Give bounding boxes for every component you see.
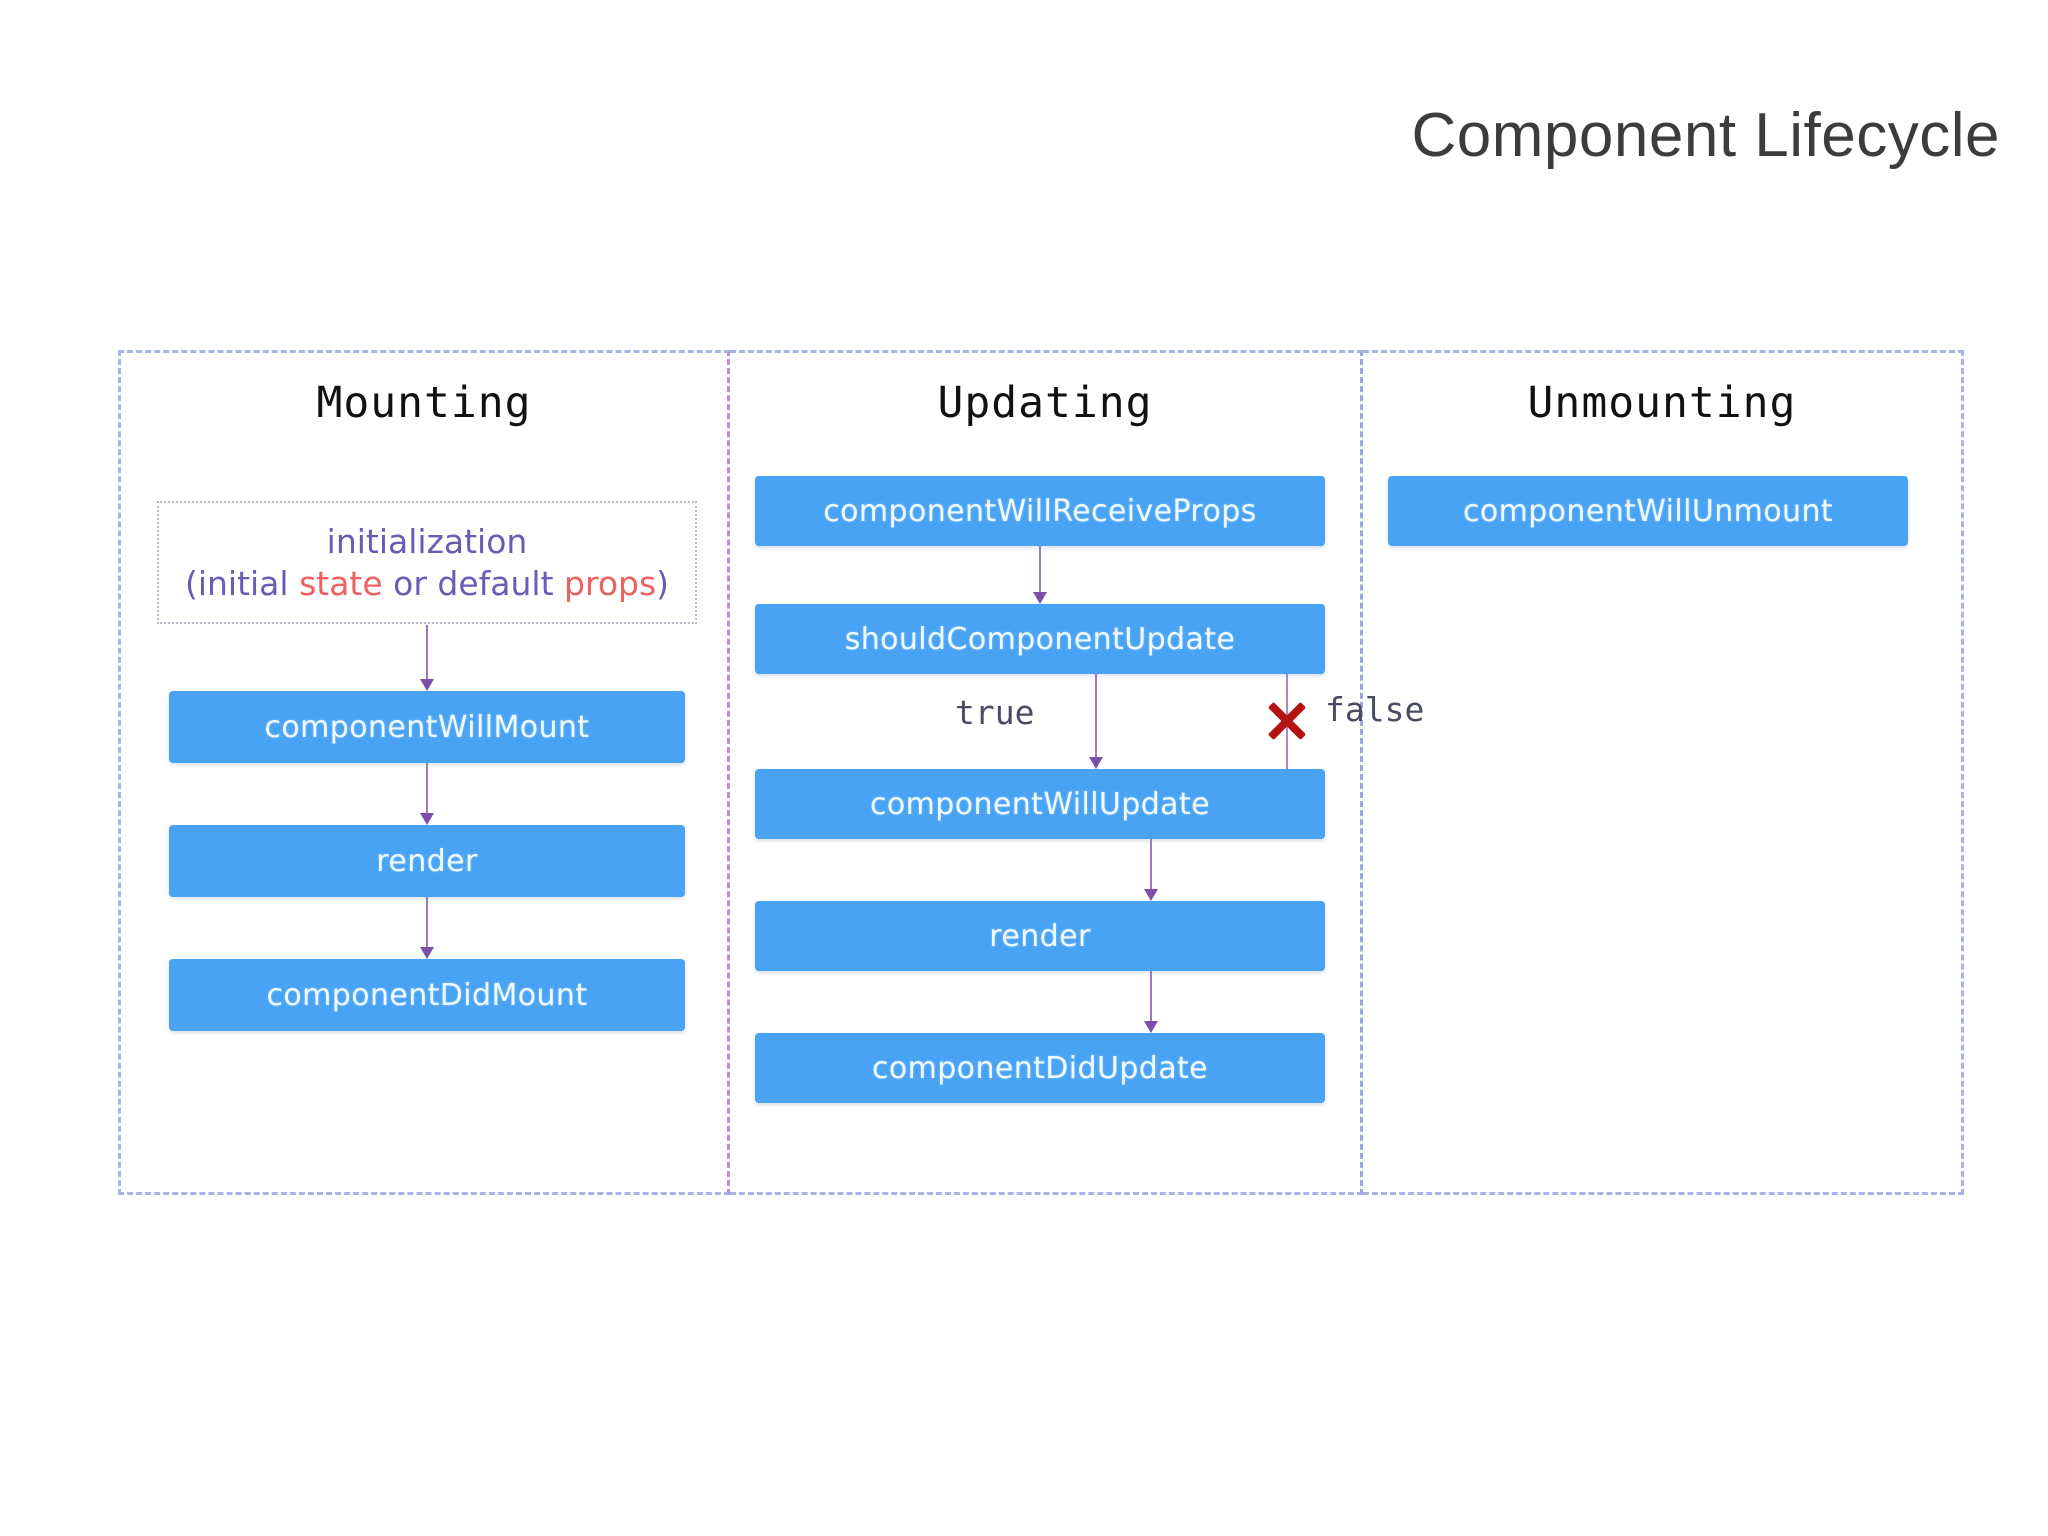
panel-mounting: Mounting initialization (initial state o… <box>118 350 730 1195</box>
init-suffix: ) <box>656 563 670 603</box>
arrow-shaft <box>1039 546 1041 593</box>
page-title: Component Lifecycle <box>1411 101 2000 170</box>
lifecycle-box-component-will-unmount[interactable]: componentWillUnmount <box>1388 476 1908 546</box>
lifecycle-box-render-mounting[interactable]: render <box>169 825 685 897</box>
arrow-shaft <box>426 763 428 814</box>
panel-updating: Updating componentWillReceiveProps shoul… <box>730 350 1424 1195</box>
arrow-render-to-did-mount <box>420 897 434 959</box>
lifecycle-box-render-updating[interactable]: render <box>755 901 1325 971</box>
init-keyword-props: props <box>564 563 657 603</box>
init-mid: or default <box>382 563 565 603</box>
arrow-shaft <box>1150 839 1152 890</box>
arrow-head <box>1033 592 1047 604</box>
init-keyword-state: state <box>299 563 383 603</box>
initialization-line-1: initialization <box>326 522 528 562</box>
lifecycle-box-component-will-receive-props[interactable]: componentWillReceiveProps <box>755 476 1325 546</box>
lifecycle-diagram: Mounting initialization (initial state o… <box>118 350 1964 1195</box>
panel-heading-updating: Updating <box>937 378 1153 428</box>
initialization-box: initialization (initial state or default… <box>157 501 697 624</box>
lifecycle-box-component-will-update[interactable]: componentWillUpdate <box>755 769 1325 839</box>
initialization-line-2: (initial state or default props) <box>185 563 669 604</box>
arrow-init-to-will-mount <box>420 625 434 691</box>
lifecycle-box-component-did-mount[interactable]: componentDidMount <box>169 959 685 1031</box>
arrow-head <box>420 679 434 691</box>
lifecycle-box-component-did-update[interactable]: componentDidUpdate <box>755 1033 1325 1103</box>
arrow-shaft <box>1095 674 1097 758</box>
lifecycle-box-should-component-update[interactable]: shouldComponentUpdate <box>755 604 1325 674</box>
arrow-shaft <box>426 897 428 948</box>
arrow-head <box>1144 889 1158 901</box>
arrow-will-update-to-render <box>1144 839 1158 901</box>
panel-heading-mounting: Mounting <box>316 378 532 428</box>
cancel-x-icon <box>1264 698 1310 744</box>
arrow-will-receive-props-to-should-update <box>1033 546 1047 604</box>
arrow-head <box>1089 757 1103 769</box>
arrow-true-branch <box>1089 674 1103 769</box>
arrow-shaft <box>1150 971 1152 1022</box>
arrow-shaft <box>426 625 428 680</box>
lifecycle-box-component-will-mount[interactable]: componentWillMount <box>169 691 685 763</box>
panel-heading-unmounting: Unmounting <box>1527 378 1797 428</box>
branch-label-false: false <box>1325 690 1425 729</box>
panel-unmounting: Unmounting componentWillUnmount <box>1363 350 1964 1195</box>
branch-label-true: true <box>955 693 1035 732</box>
init-prefix: (initial <box>184 563 300 603</box>
arrow-head <box>420 947 434 959</box>
arrow-render-to-did-update <box>1144 971 1158 1033</box>
arrow-head <box>1144 1021 1158 1033</box>
arrow-will-mount-to-render <box>420 763 434 825</box>
arrow-head <box>420 813 434 825</box>
